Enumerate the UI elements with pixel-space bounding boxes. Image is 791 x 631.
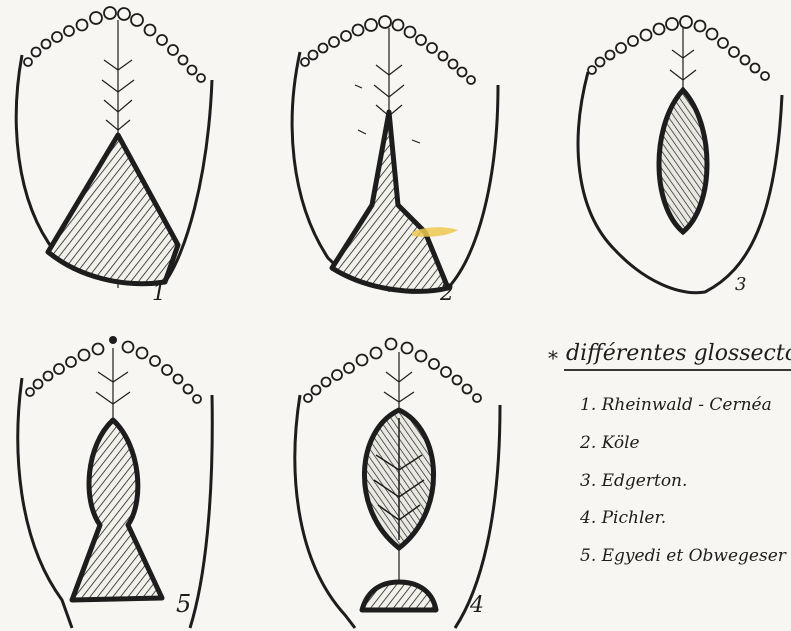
figure-number-4: 4 — [469, 593, 484, 618]
papillae-row-4 — [304, 339, 481, 403]
resection-area-5 — [72, 420, 162, 600]
legend: * différentes glossectomies 1. Rheinwald… — [548, 341, 791, 566]
legend-item-4: 4. Pichler. — [579, 508, 666, 528]
figure-number-3: 3 — [735, 274, 746, 295]
legend-title: différentes glossectomies — [566, 341, 791, 366]
figure-3: 3 — [578, 16, 782, 295]
legend-item-2: 2. Köle — [579, 433, 640, 453]
legend-item-1: 1. Rheinwald - Cernéa — [580, 395, 772, 415]
figure-5: 5 — [18, 336, 212, 628]
legend-item-5: 5. Egyedi et Obwegeser — [580, 546, 787, 566]
papillae-row-3 — [588, 16, 769, 80]
foramen-caecum-5 — [109, 336, 117, 344]
figure-number-1: 1 — [152, 281, 166, 306]
resection-area-1 — [48, 135, 178, 284]
resection-area-4-base — [362, 582, 436, 610]
figure-4: 4 — [295, 339, 500, 629]
figure-number-5: 5 — [176, 590, 191, 618]
resection-area-3 — [659, 90, 707, 232]
figure-1: 1 — [16, 7, 212, 306]
papillae-row-1 — [24, 7, 205, 82]
legend-marker: * — [548, 346, 558, 370]
resection-area-2 — [332, 112, 448, 291]
midline-groove-5 — [96, 348, 130, 420]
figure-2: 2 — [292, 16, 498, 306]
midline-groove-3 — [670, 28, 696, 92]
legend-item-3: 3. Edgerton. — [580, 471, 687, 491]
figure-number-2: 2 — [439, 281, 454, 306]
